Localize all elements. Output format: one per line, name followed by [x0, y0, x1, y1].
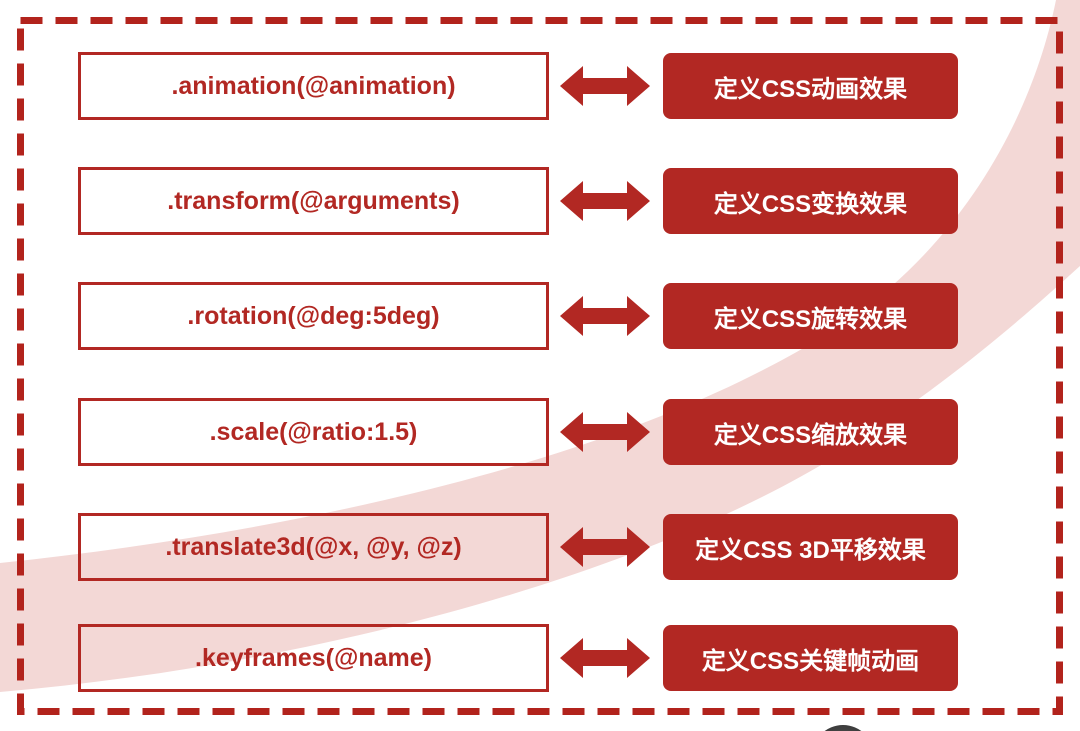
double-headed-arrow-icon	[560, 179, 650, 223]
mixin-code-box: .keyframes(@name)	[78, 624, 549, 692]
mixin-row: .scale(@ratio:1.5) 定义CSS缩放效果	[0, 398, 1080, 466]
mixin-row: .translate3d(@x, @y, @z) 定义CSS 3D平移效果	[0, 513, 1080, 581]
mixin-code: .keyframes(@name)	[195, 643, 432, 672]
mixin-code: .rotation(@deg:5deg)	[187, 301, 440, 330]
double-headed-arrow-icon	[560, 636, 650, 680]
mixin-description-box: 定义CSS动画效果	[663, 53, 958, 119]
mixin-code: .scale(@ratio:1.5)	[209, 417, 418, 446]
mixin-description: 定义CSS变换效果	[713, 190, 908, 218]
mixin-description: 定义CSS旋转效果	[713, 305, 908, 333]
mixin-row: .animation(@animation) 定义CSS动画效果	[0, 52, 1080, 120]
mixin-code-box: .rotation(@deg:5deg)	[78, 282, 549, 350]
mixin-description-box: 定义CSS旋转效果	[663, 283, 958, 349]
double-headed-arrow-icon	[560, 525, 650, 569]
mixin-description-box: 定义CSS变换效果	[663, 168, 958, 234]
mixin-code: .animation(@animation)	[171, 71, 456, 100]
mixin-code-box: .animation(@animation)	[78, 52, 549, 120]
double-headed-arrow-icon	[560, 64, 650, 108]
mixin-description: 定义CSS缩放效果	[713, 421, 908, 449]
mixin-code: .transform(@arguments)	[167, 186, 460, 215]
mixin-description: 定义CSS 3D平移效果	[695, 536, 926, 564]
mixin-description: 定义CSS关键帧动画	[701, 647, 920, 675]
double-headed-arrow-icon	[560, 294, 650, 338]
mixin-code-box: .scale(@ratio:1.5)	[78, 398, 549, 466]
mixin-description-box: 定义CSS关键帧动画	[663, 625, 958, 691]
mixin-description: 定义CSS动画效果	[713, 75, 908, 103]
watermark-circle	[812, 725, 874, 731]
mixin-row: .keyframes(@name) 定义CSS关键帧动画	[0, 624, 1080, 692]
mixin-description-box: 定义CSS缩放效果	[663, 399, 958, 465]
mixin-row: .transform(@arguments) 定义CSS变换效果	[0, 167, 1080, 235]
mixin-code-box: .transform(@arguments)	[78, 167, 549, 235]
mixin-code-box: .translate3d(@x, @y, @z)	[78, 513, 549, 581]
mixin-row: .rotation(@deg:5deg) 定义CSS旋转效果	[0, 282, 1080, 350]
mixin-code: .translate3d(@x, @y, @z)	[165, 532, 462, 561]
double-headed-arrow-icon	[560, 410, 650, 454]
mixin-description-box: 定义CSS 3D平移效果	[663, 514, 958, 580]
